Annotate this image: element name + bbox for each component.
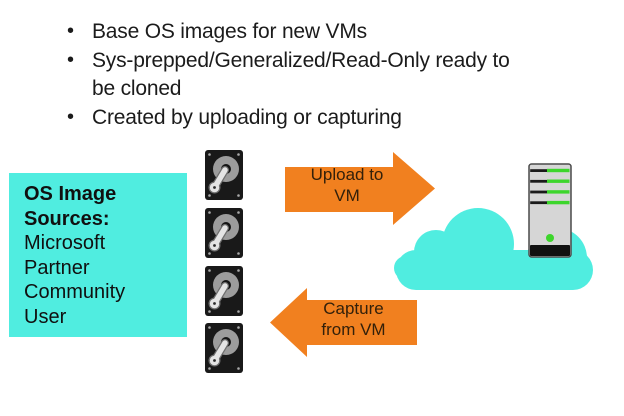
capture-arrow [270, 288, 417, 357]
bullet-text: Created by uploading or capturing [92, 105, 402, 129]
bullet-item: Created by uploading or capturing [64, 103, 516, 133]
upload-label-line: Upload to [310, 165, 384, 184]
upload-arrow-label: Upload to VM [292, 164, 402, 206]
upload-label-line: VM [334, 186, 360, 205]
capture-arrow-label: Capture from VM [301, 298, 406, 340]
hard-disk-icon [205, 266, 243, 316]
server-icon [528, 163, 572, 258]
capture-label-line: Capture [323, 299, 384, 318]
sources-title-line: OS Image [24, 183, 117, 205]
source-item: Partner [24, 256, 90, 279]
hard-disk-icon [205, 323, 243, 373]
bullet-item: Sys-prepped/Generalized/Read-Only ready … [64, 46, 516, 104]
upload-arrow [285, 152, 435, 225]
capture-label-line: from VM [321, 320, 386, 339]
hard-disk-icon [205, 208, 243, 258]
bullet-text: Sys-prepped/Generalized/Read-Only ready … [92, 48, 510, 101]
source-item: User [24, 305, 67, 328]
hard-disk-icon [205, 150, 243, 200]
bullet-list: Base OS images for new VMs Sys-prepped/G… [64, 17, 516, 133]
source-item: Microsoft [24, 232, 106, 255]
os-image-sources-box: OS Image Sources: Microsoft Partner Comm… [9, 173, 187, 337]
bullet-text: Base OS images for new VMs [92, 20, 367, 43]
bullet-item: Base OS images for new VMs [64, 17, 516, 47]
source-item: Community [24, 281, 126, 304]
sources-title-line: Sources: [24, 207, 110, 230]
